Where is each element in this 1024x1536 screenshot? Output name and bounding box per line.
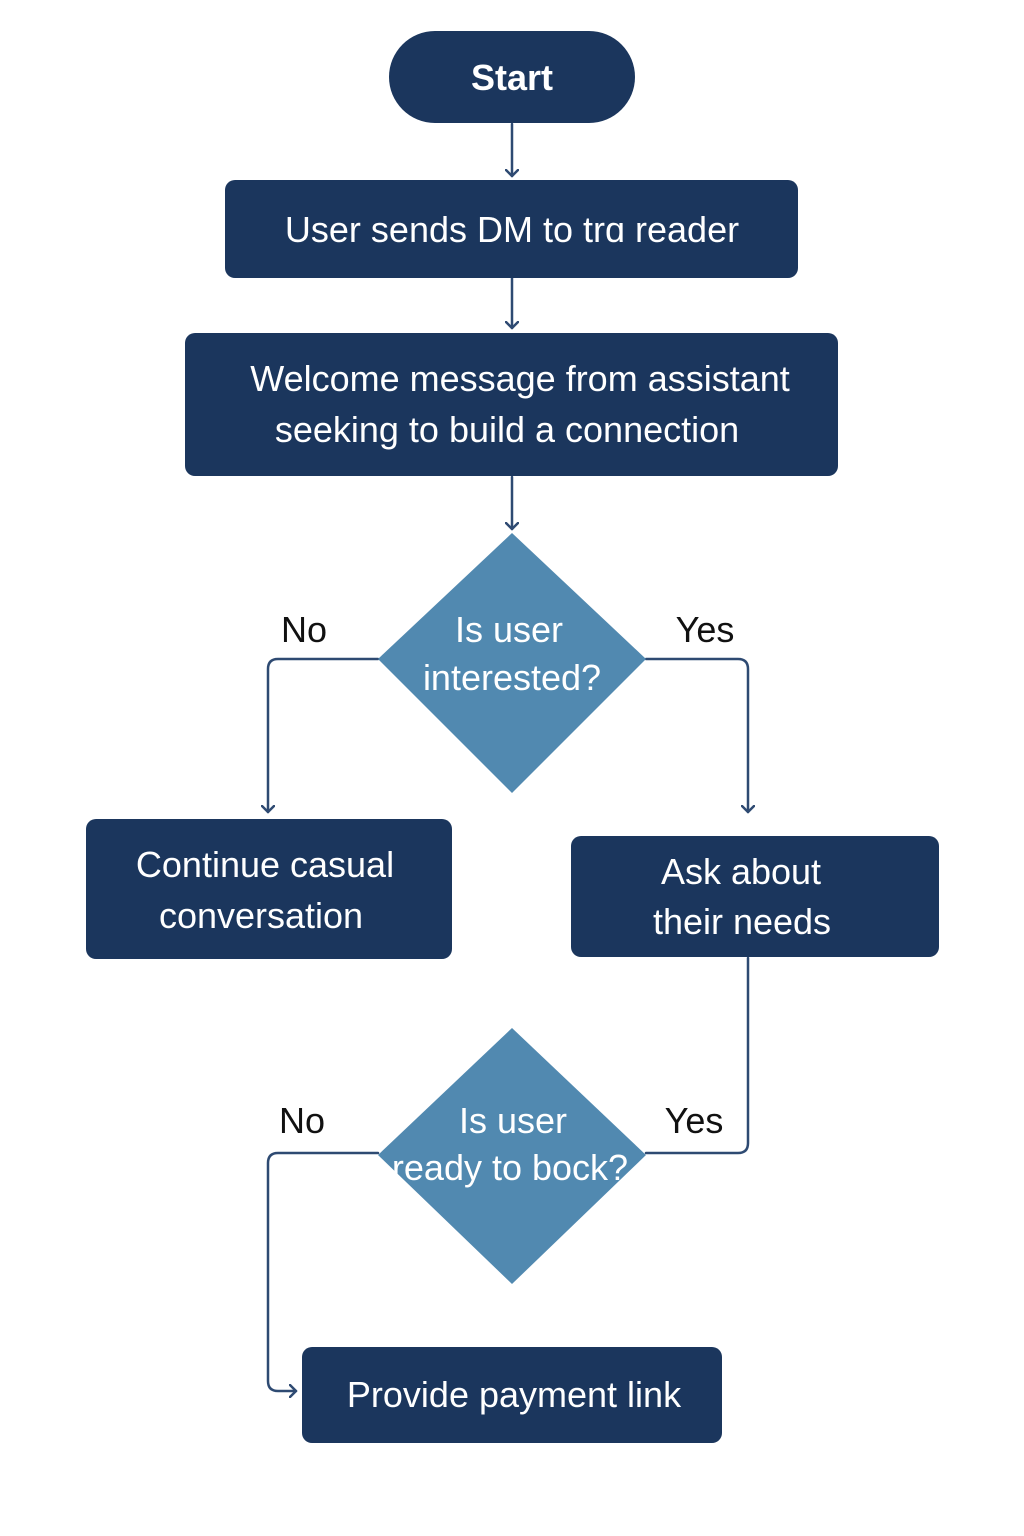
decision-ready-line1: Is user bbox=[459, 1100, 567, 1141]
welcome-message-line1: Welcome message from assistant bbox=[250, 358, 790, 399]
label-ready-no: No bbox=[279, 1100, 325, 1141]
decision-interested-line2: interested? bbox=[423, 657, 601, 698]
edge-ask-needs-to-decision-ready bbox=[644, 956, 750, 1155]
edge-interested-no bbox=[268, 657, 380, 814]
decision-interested-node: Is user interested? bbox=[378, 533, 646, 793]
label-ready-yes: Yes bbox=[665, 1100, 724, 1141]
payment-link-label: Provide payment link bbox=[347, 1374, 682, 1415]
continue-casual-line1: Continue casual bbox=[136, 844, 394, 885]
ask-needs-line1: Ask about bbox=[661, 851, 821, 892]
start-node: Start bbox=[389, 31, 635, 123]
continue-casual-node: Continue casual conversation bbox=[86, 819, 452, 959]
payment-link-node: Provide payment link bbox=[302, 1347, 722, 1443]
label-interested-no: No bbox=[281, 609, 327, 650]
label-interested-yes: Yes bbox=[676, 609, 735, 650]
connectors bbox=[266, 122, 750, 1391]
ask-needs-node: Ask about their needs bbox=[571, 836, 939, 957]
edge-interested-yes bbox=[644, 657, 748, 814]
decision-ready-node: Is user ready to bock? bbox=[378, 1028, 646, 1284]
user-sends-dm-node: User sends DM to trɑ reader bbox=[225, 180, 798, 278]
start-label: Start bbox=[471, 57, 553, 98]
welcome-message-node: Welcome message from assistant seeking t… bbox=[185, 333, 838, 476]
continue-casual-line2: conversation bbox=[159, 895, 363, 936]
ask-needs-line2: their needs bbox=[653, 901, 831, 942]
welcome-message-line2: seeking to build a connection bbox=[275, 409, 739, 450]
user-sends-dm-label: User sends DM to trɑ reader bbox=[285, 209, 739, 250]
edge-ready-no bbox=[266, 1151, 380, 1391]
decision-ready-line2: ready to bock? bbox=[392, 1147, 628, 1188]
decision-interested-line1: Is user bbox=[455, 609, 563, 650]
